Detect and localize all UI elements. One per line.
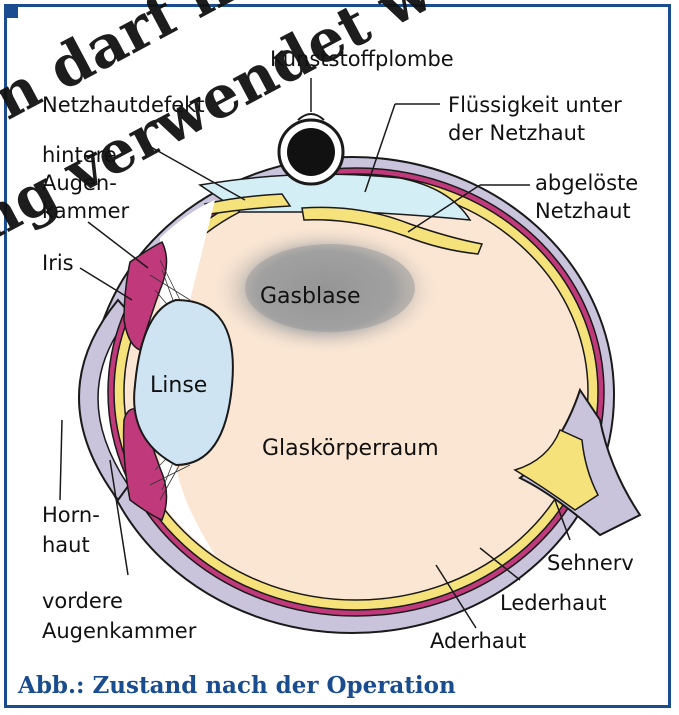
label-aderhaut: Aderhaut [430,629,526,653]
label-fluessigkeit-2: der Netzhaut [448,121,585,145]
label-linse: Linse [150,373,207,398]
figure-caption: Abb.: Zustand nach der Operation [18,672,456,699]
label-hintere-2: Augen- [42,171,117,195]
label-hornhaut-1: Horn- [42,503,100,527]
label-iris: Iris [42,251,74,275]
label-sehnerv: Sehnerv [547,551,634,575]
label-fluessigkeit-1: Flüssigkeit unter [448,93,622,117]
label-hornhaut-2: haut [42,533,90,557]
label-hintere-3: kammer [42,199,129,223]
label-lederhaut: Lederhaut [500,591,607,615]
label-abgeloeste-1: abgelöste [535,171,638,195]
label-glaskoerperraum: Glaskörperraum [262,436,439,461]
plombe-inner [287,128,335,176]
label-vordere-1: vordere [42,589,123,613]
label-hintere-1: hintere [42,143,117,167]
label-kunststoffplombe: Kunststoffplombe [270,47,454,71]
label-vordere-2: Augenkammer [42,619,197,643]
label-abgeloeste-2: Netzhaut [535,199,631,223]
label-gasblase: Gasblase [260,284,361,309]
label-netzhautdefekt: Netzhautdefekt [42,93,205,117]
